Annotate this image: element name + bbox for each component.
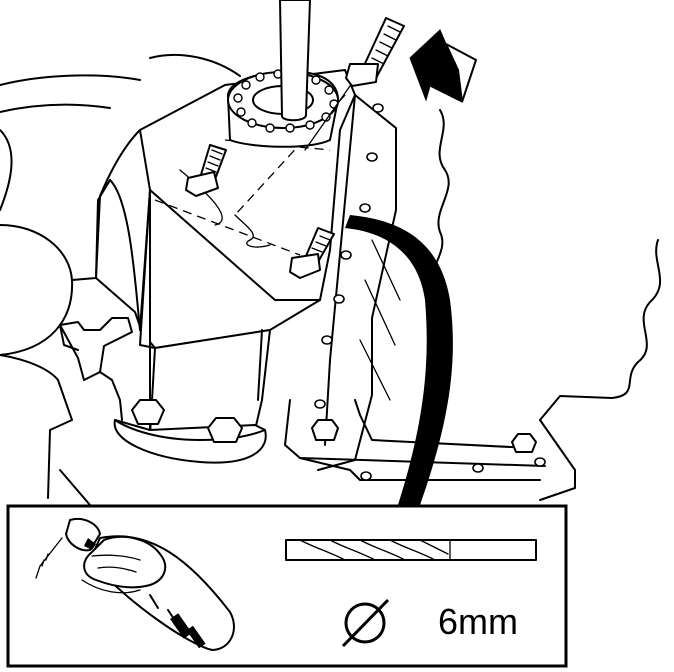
power-drill-icon [35, 518, 235, 651]
drive-belt [345, 215, 453, 505]
direction-arrow-icon [409, 29, 478, 103]
diameter-symbol [341, 598, 390, 648]
mounting-flange [314, 94, 546, 481]
drill-bit-icon [285, 539, 537, 561]
drill-size-label: 6mm [438, 601, 518, 642]
removed-bolt [304, 17, 405, 151]
lower-housing [95, 179, 271, 464]
tool-inset [6, 504, 568, 668]
cover-bolts [131, 144, 537, 453]
drive-shaft [279, 0, 311, 122]
shift-lever [59, 317, 133, 421]
